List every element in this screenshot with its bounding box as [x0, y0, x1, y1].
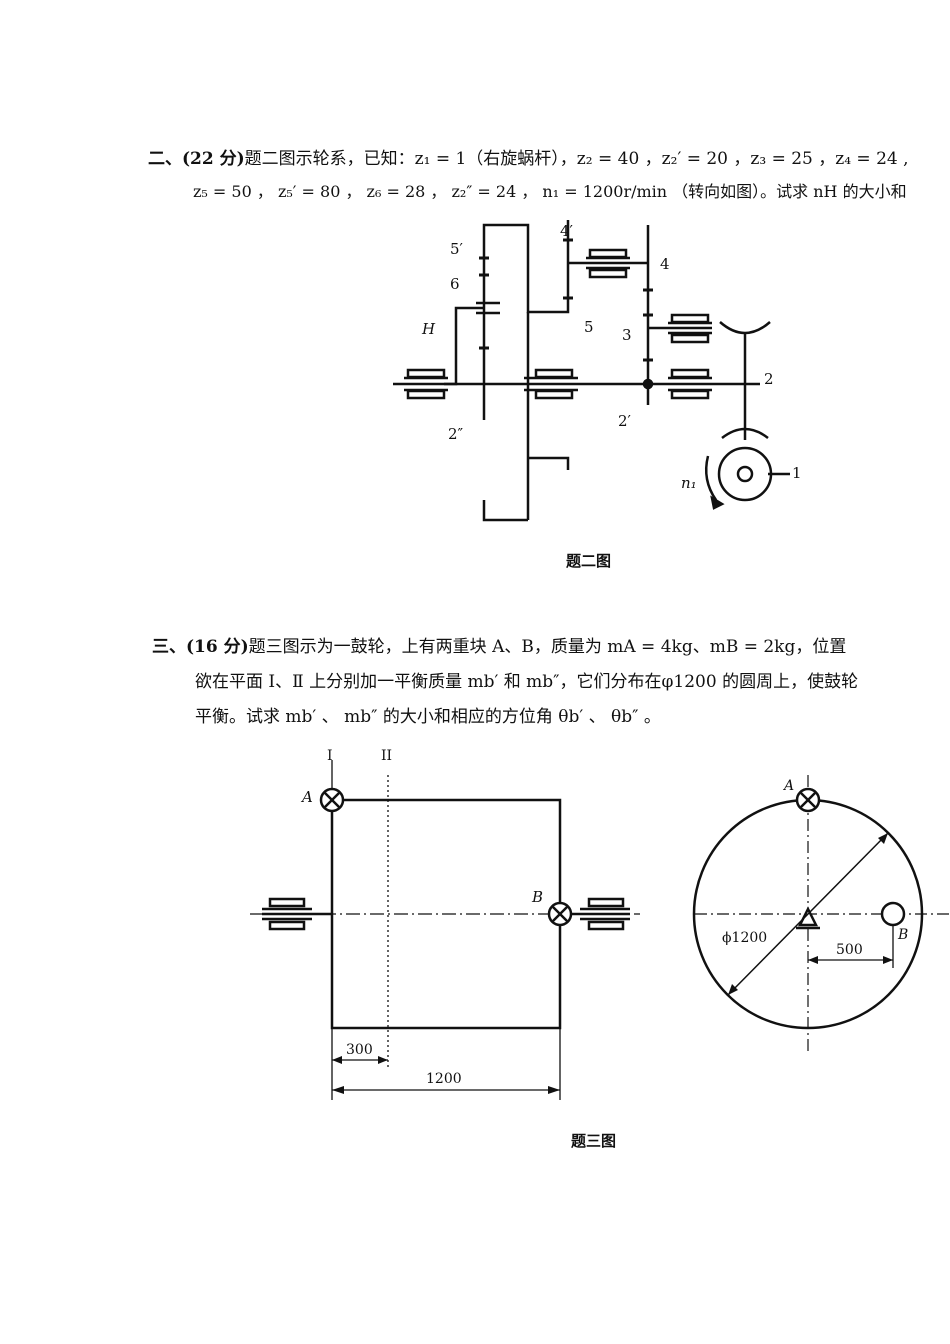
worm-top-arc: [721, 427, 769, 439]
q2-line1: 二、(22 分)题二图示轮系，已知：z₁ = 1（右旋蜗杆），z₂ = 40 ，…: [148, 144, 909, 169]
q2-line2: z₅ = 50 ， z₅′ = 80 ， z₆ = 28 ， z₂″ = 24 …: [193, 178, 907, 202]
label-500: 500: [836, 942, 863, 958]
label-plane-I: I: [327, 748, 333, 764]
label-3: 3: [622, 326, 632, 344]
n1-arrow: [705, 455, 718, 501]
q3-number: 三、: [152, 637, 186, 657]
label-5: 5: [584, 318, 594, 336]
q3-text-line1: 题三图示为一鼓轮，上有两重块 A、B，质量为 mA = 4kg、mB = 2kg…: [248, 637, 847, 657]
label-H: H: [422, 320, 436, 338]
q2-text-line1: 题二图示轮系，已知：z₁ = 1（右旋蜗杆），z₂ = 40 ，z₂′ = 20…: [244, 149, 909, 169]
q3-bearing-right: [580, 897, 630, 931]
label-2dprime: 2″: [448, 425, 464, 443]
q2-number: 二、: [148, 149, 182, 169]
label-2prime: 2′: [618, 412, 631, 430]
q3-line3: 平衡。试求 mb′ 、 mb″ 的大小和相应的方位角 θb′ 、 θb″ 。: [195, 702, 661, 727]
label-B-end: B: [898, 927, 909, 943]
label-A: A: [302, 788, 313, 806]
label-6: 6: [450, 275, 460, 293]
label-4: 4: [660, 255, 670, 273]
q3-score: (16 分): [186, 637, 249, 657]
tooth-marks: [479, 238, 653, 362]
ring-bottom: [482, 500, 528, 522]
q2-caption: 题二图: [566, 552, 612, 570]
label-1: 1: [792, 464, 802, 482]
mass-A-end: [795, 787, 821, 813]
label-300: 300: [346, 1042, 373, 1058]
carrier-H: [444, 306, 484, 386]
bearing-mid: [524, 368, 578, 400]
label-n1: n₁: [681, 474, 697, 492]
mass-A: [319, 787, 345, 813]
pivot: [797, 906, 819, 927]
q3-text-line3: 平衡。试求 mb′ 、 mb″ 的大小和相应的方位角 θb′ 、 θb″ 。: [195, 707, 661, 727]
diameter-line: [727, 832, 889, 996]
ring-inner: [528, 456, 570, 470]
q3-caption: 题三图: [571, 1132, 617, 1150]
q3-line1: 三、(16 分)题三图示为一鼓轮，上有两重块 A、B，质量为 mA = 4kg、…: [152, 632, 846, 657]
q3-text-line2: 欲在平面 Ⅰ、Ⅱ 上分别加一平衡质量 mb′ 和 mb″，它们分布在φ1200 …: [195, 672, 859, 692]
label-2: 2: [764, 370, 774, 388]
label-plane-II: II: [381, 748, 393, 764]
mass-B: [547, 901, 573, 927]
gear-2-arc: [719, 321, 771, 335]
q3-bearing-left: [262, 897, 312, 931]
label-dia: ϕ1200: [722, 930, 768, 946]
label-1200: 1200: [426, 1071, 462, 1087]
bearing-gear3: [668, 313, 712, 344]
q3-line2: 欲在平面 Ⅰ、Ⅱ 上分别加一平衡质量 mb′ 和 mb″，它们分布在φ1200 …: [195, 667, 858, 692]
q2-text-line2: z₅ = 50 ， z₅′ = 80 ， z₆ = 28 ， z₂″ = 24 …: [193, 182, 907, 201]
bearing-left: [404, 368, 448, 400]
q2-score: (22 分): [182, 149, 245, 169]
label-4prime: 4′: [560, 222, 573, 240]
gear-5-ring: [482, 223, 570, 314]
bearing-upper: [586, 248, 630, 279]
shaft-node: [642, 378, 654, 390]
label-A-end: A: [784, 778, 795, 794]
mass-B-end: [880, 901, 906, 927]
bearing-right: [668, 368, 712, 400]
label-B: B: [532, 888, 544, 906]
label-5prime: 5′: [450, 240, 463, 258]
